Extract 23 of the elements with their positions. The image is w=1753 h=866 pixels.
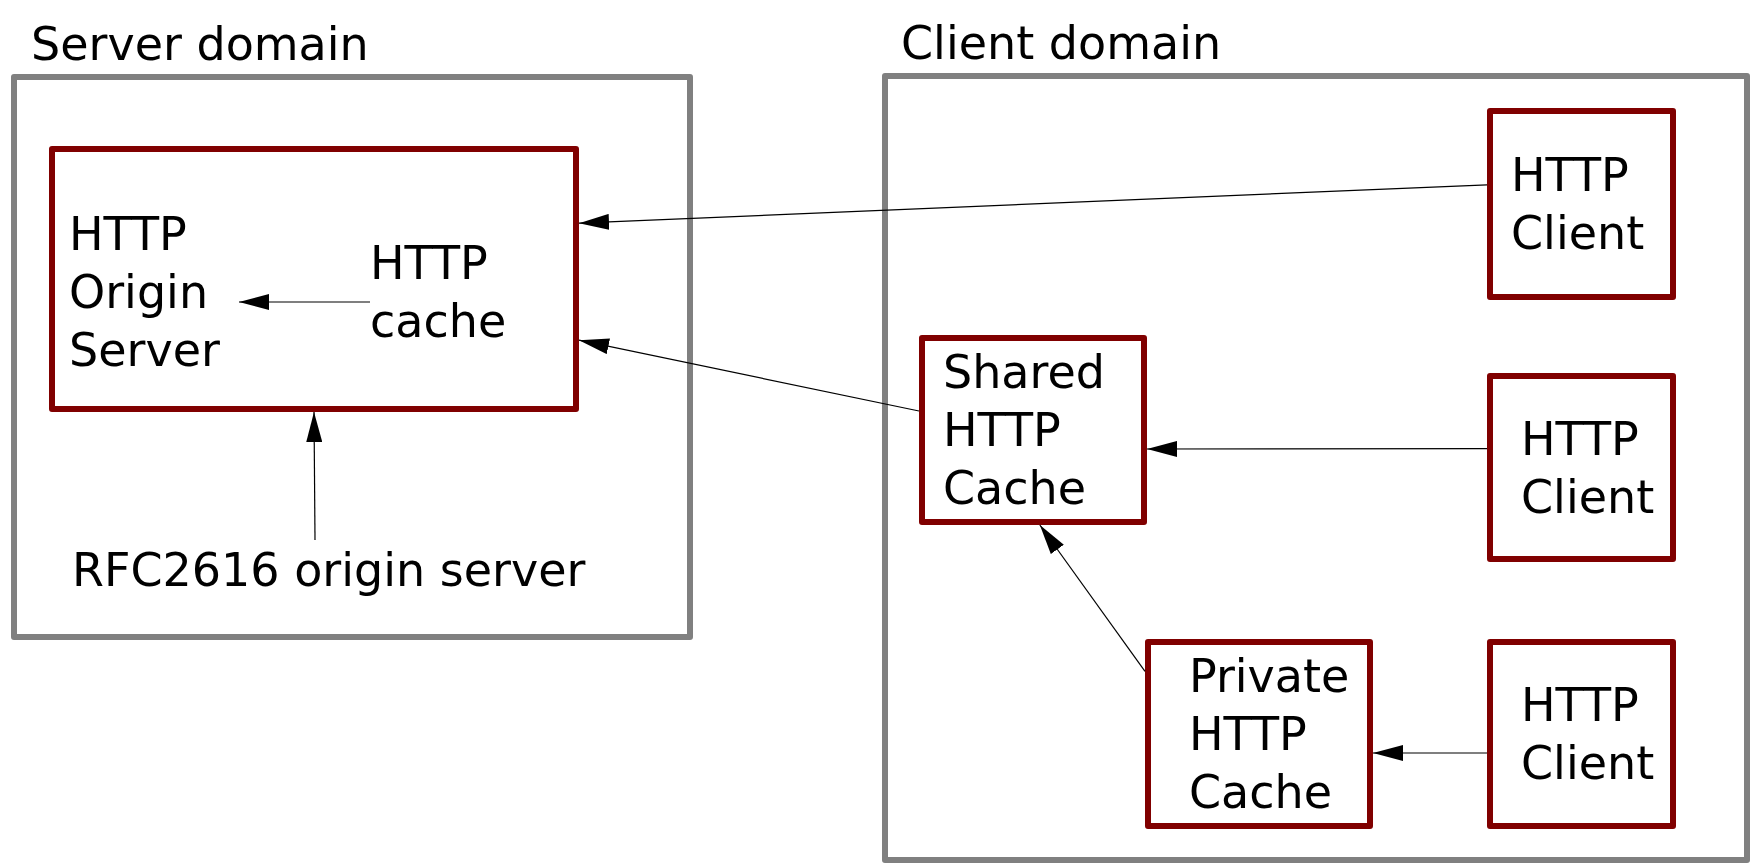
box-label: HTTP Client bbox=[1521, 410, 1656, 526]
component-box bbox=[49, 146, 579, 412]
arrow bbox=[578, 184, 1488, 230]
arrow bbox=[578, 338, 920, 412]
text-label: HTTP cache bbox=[370, 192, 560, 392]
box-label: HTTP Client bbox=[1511, 147, 1646, 262]
arrow bbox=[1146, 440, 1488, 457]
component-box bbox=[1487, 373, 1676, 562]
component-box bbox=[1487, 639, 1676, 829]
domain-heading: Server domain bbox=[31, 16, 370, 73]
component-box bbox=[919, 335, 1147, 525]
box-label: Private HTTP Cache bbox=[1189, 648, 1351, 821]
domain-heading: Client domain bbox=[901, 15, 1223, 72]
box-label: Shared HTTP Cache bbox=[943, 344, 1106, 517]
arrow bbox=[1372, 745, 1488, 761]
component-box bbox=[1145, 639, 1373, 829]
arrow bbox=[238, 294, 371, 310]
text-label: RFC2616 origin server bbox=[72, 540, 612, 600]
arrow bbox=[306, 411, 323, 541]
box-label: HTTP Client bbox=[1521, 677, 1656, 792]
component-box bbox=[1487, 108, 1676, 300]
arrow bbox=[1039, 524, 1146, 672]
text-label: HTTP Origin Server bbox=[69, 192, 239, 392]
